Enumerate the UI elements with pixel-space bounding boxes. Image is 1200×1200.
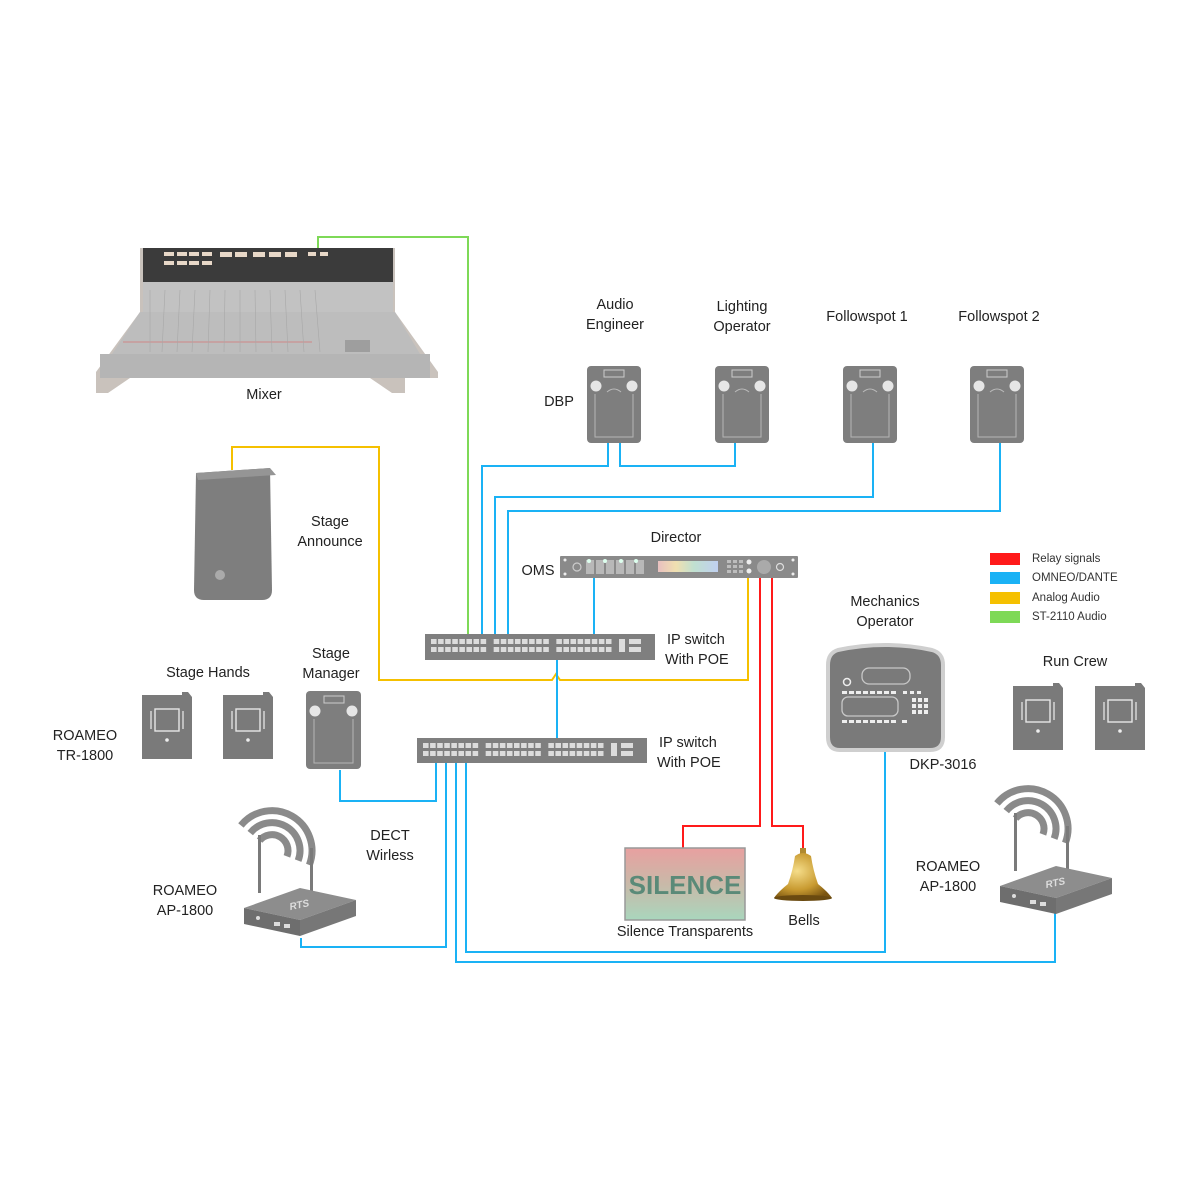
- roameo-tr1800-beltpacks: [142, 683, 1145, 769]
- label-dect-1: DECT: [370, 828, 410, 844]
- silence-transparent-sign: SILENCE: [624, 847, 746, 921]
- label-roameo-ap-left-1: ROAMEO: [152, 883, 218, 899]
- dbp-stage-manager: [306, 691, 361, 769]
- label-mechanics-2: Operator: [856, 614, 914, 630]
- label-dbp: DBP: [544, 394, 574, 410]
- wifi-signal-icon: [247, 819, 304, 862]
- wire-dante-lighting: [619, 443, 736, 467]
- dbp-lighting-operator: [715, 366, 769, 443]
- tr1800-stage-hand-1: [142, 692, 192, 759]
- wire-relay-silence: [682, 576, 761, 848]
- label-ip-switch-bottom-2: With POE: [657, 755, 721, 771]
- legend-label-relay: Relay signals: [1032, 552, 1101, 565]
- antenna-left: [1014, 813, 1017, 871]
- label-stage-manager-1: Stage: [312, 646, 350, 662]
- antenna-right: [1066, 826, 1069, 881]
- wifi-signal-icon: [1003, 797, 1060, 840]
- label-ip-switch-bottom-1: IP switch: [659, 735, 717, 751]
- label-lighting-operator-2: Operator: [713, 319, 771, 335]
- label-silence-transparents: Silence Transparents: [616, 924, 754, 940]
- legend-swatch-omneo: [990, 572, 1020, 585]
- rts-logo: RTS: [1045, 876, 1067, 891]
- wire-dante-stage-manager: [339, 763, 437, 802]
- label-stage-hands: Stage Hands: [166, 665, 250, 681]
- bell-icon: [774, 848, 832, 901]
- tr1800-stage-hand-2: [223, 692, 273, 759]
- wifi-signal-icon: [1012, 809, 1048, 836]
- tr1800-run-crew-2: [1095, 683, 1145, 750]
- legend-item-analog: Analog Audio: [990, 588, 1118, 608]
- label-dect-2: Wirless: [366, 848, 414, 864]
- antenna-left: [258, 835, 261, 893]
- wire-dante-followspot1: [494, 443, 874, 634]
- label-ip-switch-top-2: With POE: [665, 652, 729, 668]
- label-audio-engineer-1: Audio: [596, 297, 634, 313]
- mixer-console: [96, 248, 438, 393]
- label-oms: OMS: [521, 563, 555, 579]
- label-stage-announce-1: Stage: [311, 514, 349, 530]
- legend: Relay signals OMNEO/DANTE Analog Audio S…: [990, 549, 1118, 627]
- dkp-3016-keypanel: [826, 643, 945, 752]
- roameo-ap-right: RTS: [994, 785, 1112, 914]
- label-bells: Bells: [788, 913, 820, 929]
- label-ip-switch-top-1: IP switch: [667, 632, 725, 648]
- label-lighting-operator-1: Lighting: [716, 299, 768, 315]
- rts-logo: RTS: [289, 898, 311, 913]
- legend-label-omneo: OMNEO/DANTE: [1032, 572, 1118, 585]
- label-run-crew: Run Crew: [1042, 654, 1108, 670]
- dbp-beltpacks: [587, 366, 1024, 443]
- label-roameo-tr-1: ROAMEO: [52, 728, 118, 744]
- label-stage-manager-2: Manager: [302, 666, 360, 682]
- speaker-stage-announce: [194, 468, 276, 600]
- wifi-signal-icon: [256, 831, 292, 858]
- label-mixer: Mixer: [246, 387, 282, 403]
- wire-dante-audio-engineer: [481, 443, 609, 634]
- label-dkp-3016: DKP-3016: [909, 757, 977, 773]
- label-followspot-2: Followspot 2: [958, 309, 1040, 325]
- label-roameo-ap-right-1: ROAMEO: [915, 859, 981, 875]
- label-roameo-ap-left-2: AP-1800: [156, 903, 214, 919]
- ip-switch-top: [425, 634, 655, 660]
- wire-analog-speaker: [231, 446, 749, 681]
- wire-dante-dkp: [465, 752, 886, 953]
- legend-item-omneo: OMNEO/DANTE: [990, 569, 1118, 589]
- label-roameo-ap-right-2: AP-1800: [919, 879, 977, 895]
- wire-dante-ap-left: [300, 763, 447, 948]
- legend-swatch-relay: [990, 552, 1020, 565]
- wire-relay-bells: [771, 576, 804, 848]
- dbp-followspot-2: [970, 366, 1024, 443]
- label-followspot-1: Followspot 1: [826, 309, 908, 325]
- label-mechanics-1: Mechanics: [850, 594, 920, 610]
- legend-swatch-analog: [990, 591, 1020, 604]
- silence-sign-text: SILENCE: [629, 870, 742, 900]
- legend-label-st2110: ST-2110 Audio: [1032, 611, 1107, 624]
- roameo-ap-left: RTS: [238, 807, 356, 936]
- dbp-followspot-1: [843, 366, 897, 443]
- label-stage-announce-2: Announce: [297, 534, 363, 550]
- dbp-audio-engineer: [587, 366, 641, 443]
- wire-dante-followspot2: [507, 443, 1001, 634]
- legend-item-st2110: ST-2110 Audio: [990, 608, 1118, 628]
- legend-item-relay: Relay signals: [990, 549, 1118, 569]
- tr1800-run-crew-1: [1013, 683, 1063, 750]
- label-roameo-tr-2: TR-1800: [56, 748, 114, 764]
- label-director: Director: [650, 530, 702, 546]
- wire-dante-ap-right: [455, 763, 1056, 963]
- legend-swatch-st2110: [990, 611, 1020, 624]
- label-audio-engineer-2: Engineer: [585, 317, 645, 333]
- oms-director-unit: [560, 556, 798, 578]
- antenna-right: [310, 848, 313, 903]
- ip-switch-bottom: [417, 738, 647, 763]
- wire-st2110-mixer: [317, 236, 469, 634]
- legend-label-analog: Analog Audio: [1032, 591, 1100, 604]
